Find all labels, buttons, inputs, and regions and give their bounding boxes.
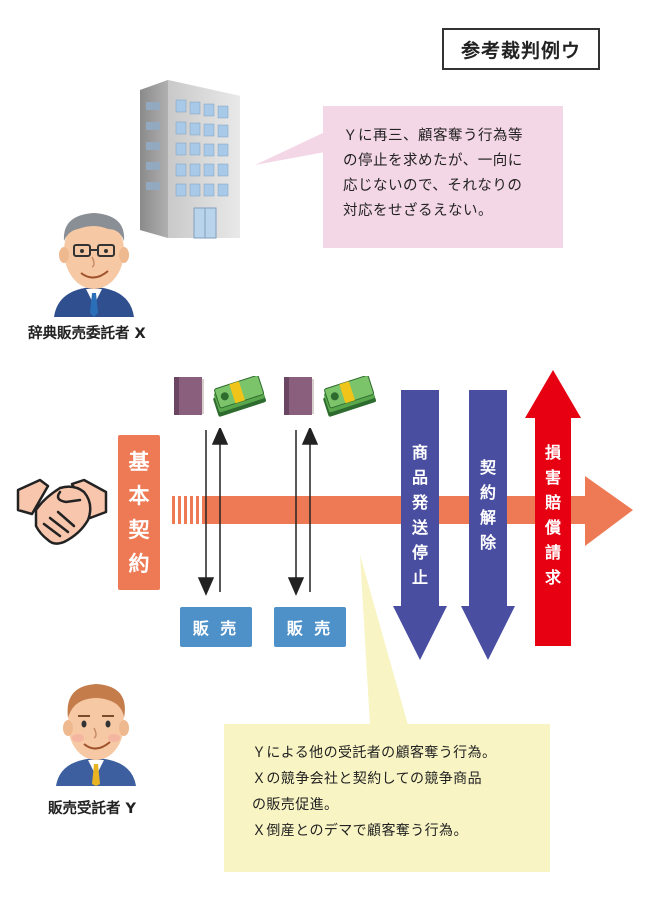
businessman-x-avatar	[54, 213, 134, 317]
exchange-arrows	[197, 428, 319, 596]
contract-char: 本	[128, 483, 150, 508]
bubble-line: 対応をせざるえない。	[343, 203, 493, 219]
contract-char: 契	[128, 517, 150, 542]
bubble-line: の停止を求めたが、一向に	[343, 153, 523, 169]
bubble-line: Ｘの競争会社と契約しての競争商品	[252, 771, 482, 787]
arrow-char: 請	[544, 543, 561, 562]
money-bundle-icon	[213, 376, 266, 417]
contract-char: 約	[128, 551, 150, 576]
contract-char: 基	[128, 449, 150, 474]
arrow-char: 品	[411, 468, 428, 487]
main-contract-arrow	[172, 476, 633, 546]
bubble-line: Ｘ倒産とのデマで顧客奪う行為。	[252, 823, 468, 839]
arrow-char: 送	[411, 518, 428, 537]
arrow-char: 解	[479, 508, 496, 527]
arrow-char: 害	[544, 468, 561, 487]
stop-shipment-arrow	[393, 390, 447, 660]
person-x-label: 辞典販売委託者 X	[28, 326, 146, 342]
arrow-char: 賠	[544, 493, 561, 512]
contract-termination-arrow	[461, 390, 515, 660]
handshake-icon	[16, 478, 108, 545]
arrow-char: 償	[544, 518, 561, 537]
salesman-y-avatar	[56, 684, 136, 786]
bubble-line: の販売促進。	[252, 797, 339, 813]
arrow-char: 停	[411, 543, 428, 562]
bubble-line: 応じないので、それなりの	[343, 178, 523, 194]
office-building-icon	[140, 80, 240, 239]
page-title: 参考裁判例ウ	[442, 28, 600, 70]
speech-bubble-tail	[360, 555, 408, 725]
bubble-line: Ｙに再三、顧客奪う行為等	[343, 128, 523, 144]
speech-bubble-tail	[255, 132, 325, 165]
money-bundle-icon	[323, 376, 376, 417]
arrow-char: 求	[544, 568, 561, 587]
arrow-char: 約	[479, 483, 496, 502]
arrow-char: 止	[411, 568, 428, 587]
damages-claim-arrow	[525, 370, 581, 646]
damages-claim-label: 損 害 賠 償 請 求	[524, 440, 582, 590]
sale-box-2: 販 売	[274, 607, 346, 647]
basic-contract-label: 基 本 契 約	[118, 435, 160, 590]
sale-box-1: 販 売	[180, 607, 252, 647]
contract-termination-label: 契 約 解 除	[460, 455, 516, 555]
bubble-line: Ｙによる他の受託者の顧客奪う行為。	[252, 745, 497, 761]
arrow-char: 損	[544, 443, 561, 462]
stop-shipment-label: 商 品 発 送 停 止	[392, 440, 448, 590]
person-y-label: 販売受託者 Y	[48, 801, 137, 817]
arrow-char: 商	[411, 443, 428, 462]
book-icon	[174, 377, 204, 415]
arrow-char: 除	[479, 533, 496, 552]
arrow-char: 発	[411, 493, 428, 512]
speech-bubble-x: Ｙに再三、顧客奪う行為等 の停止を求めたが、一向に 応じないので、それなりの 対…	[323, 106, 563, 248]
speech-bubble-y-actions: Ｙによる他の受託者の顧客奪う行為。 Ｘの競争会社と契約しての競争商品 の販売促進…	[224, 724, 550, 872]
book-icon	[284, 377, 314, 415]
arrow-char: 契	[479, 458, 496, 477]
